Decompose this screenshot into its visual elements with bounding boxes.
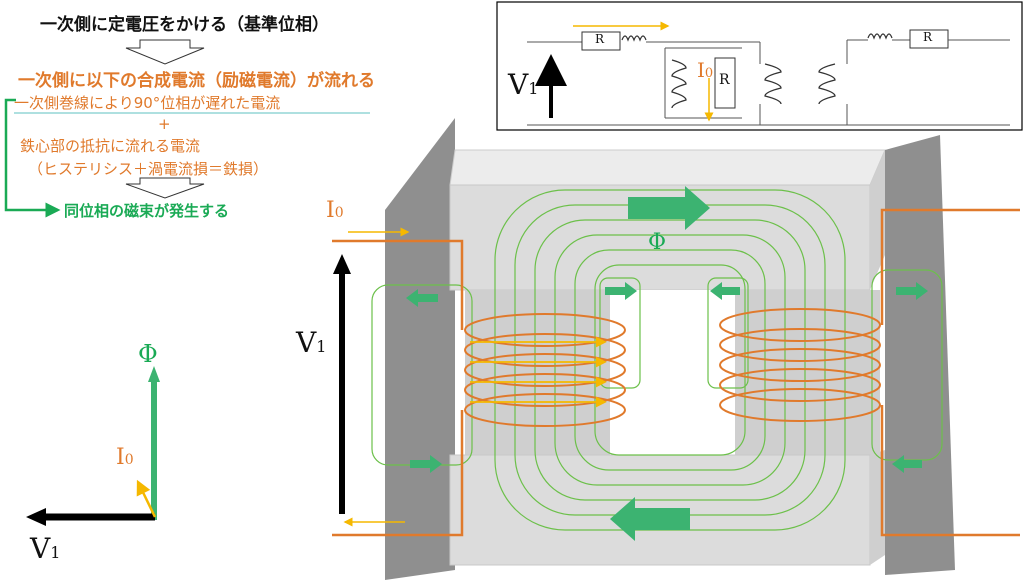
iron-current-text: 鉄心部の抵抗に流れる電流 (20, 137, 201, 155)
resistor-shunt (714, 57, 736, 109)
coil-current-lines (470, 336, 607, 408)
circuit-v1-label: V1 (508, 68, 539, 101)
secondary-lead-top (880, 208, 1020, 325)
resistor-left-label: R (595, 32, 605, 46)
plus-sign: + (158, 115, 171, 133)
primary-lead-top (332, 239, 464, 330)
resistor-right-label: R (923, 30, 933, 44)
left-plate (385, 118, 455, 580)
lag-current-text: 一次側巻線により90°位相が遅れた電流 (14, 94, 281, 112)
primary-coil (464, 313, 626, 427)
phasor-diagram (26, 366, 160, 526)
right-plate (885, 135, 955, 575)
flux-bracket-arrow (4, 98, 61, 218)
phasor-v1-label: V1 (30, 532, 61, 565)
step-down-arrow-1 (125, 39, 205, 65)
primary-voltage-text: 一次側に定電圧をかける（基準位相） (40, 15, 329, 35)
core-v1-label: V1 (296, 326, 327, 359)
resistor-right (909, 29, 949, 49)
core-phi-label: Φ (648, 230, 667, 255)
secondary-lead-bottom (880, 405, 1020, 537)
core-i0-label: I0 (326, 198, 344, 223)
circuit-i0-label: I0 (697, 58, 714, 82)
primary-winding (764, 63, 782, 105)
secondary-coil (719, 308, 881, 422)
inductor-left (621, 35, 647, 42)
resistor-left (581, 31, 621, 51)
magnetizing-inductor (671, 59, 687, 109)
flux-result-text: 同位相の磁束が発生する (64, 202, 230, 220)
exciting-current-text: 一次側に以下の合成電流（励磁電流）が流れる (18, 71, 375, 91)
equivalent-circuit (496, 1, 1023, 131)
iron-loss-text: （ヒステリシス＋渦電流損＝鉄損） (28, 160, 269, 178)
step-down-arrow-2 (125, 177, 205, 199)
primary-lead-bottom (332, 410, 464, 537)
i0-phasor (136, 479, 157, 518)
resistor-shunt-label: R (719, 72, 730, 88)
phasor-i0-label: I0 (116, 445, 134, 470)
flux-arrow-top (628, 186, 710, 230)
flux-arrow-bottom (610, 497, 690, 541)
inductor-right (867, 33, 893, 40)
secondary-winding (818, 63, 836, 105)
flux-arrows (406, 186, 928, 541)
phi-phasor (151, 378, 157, 520)
phasor-phi-label: Φ (138, 340, 158, 368)
left-limb (465, 290, 610, 470)
